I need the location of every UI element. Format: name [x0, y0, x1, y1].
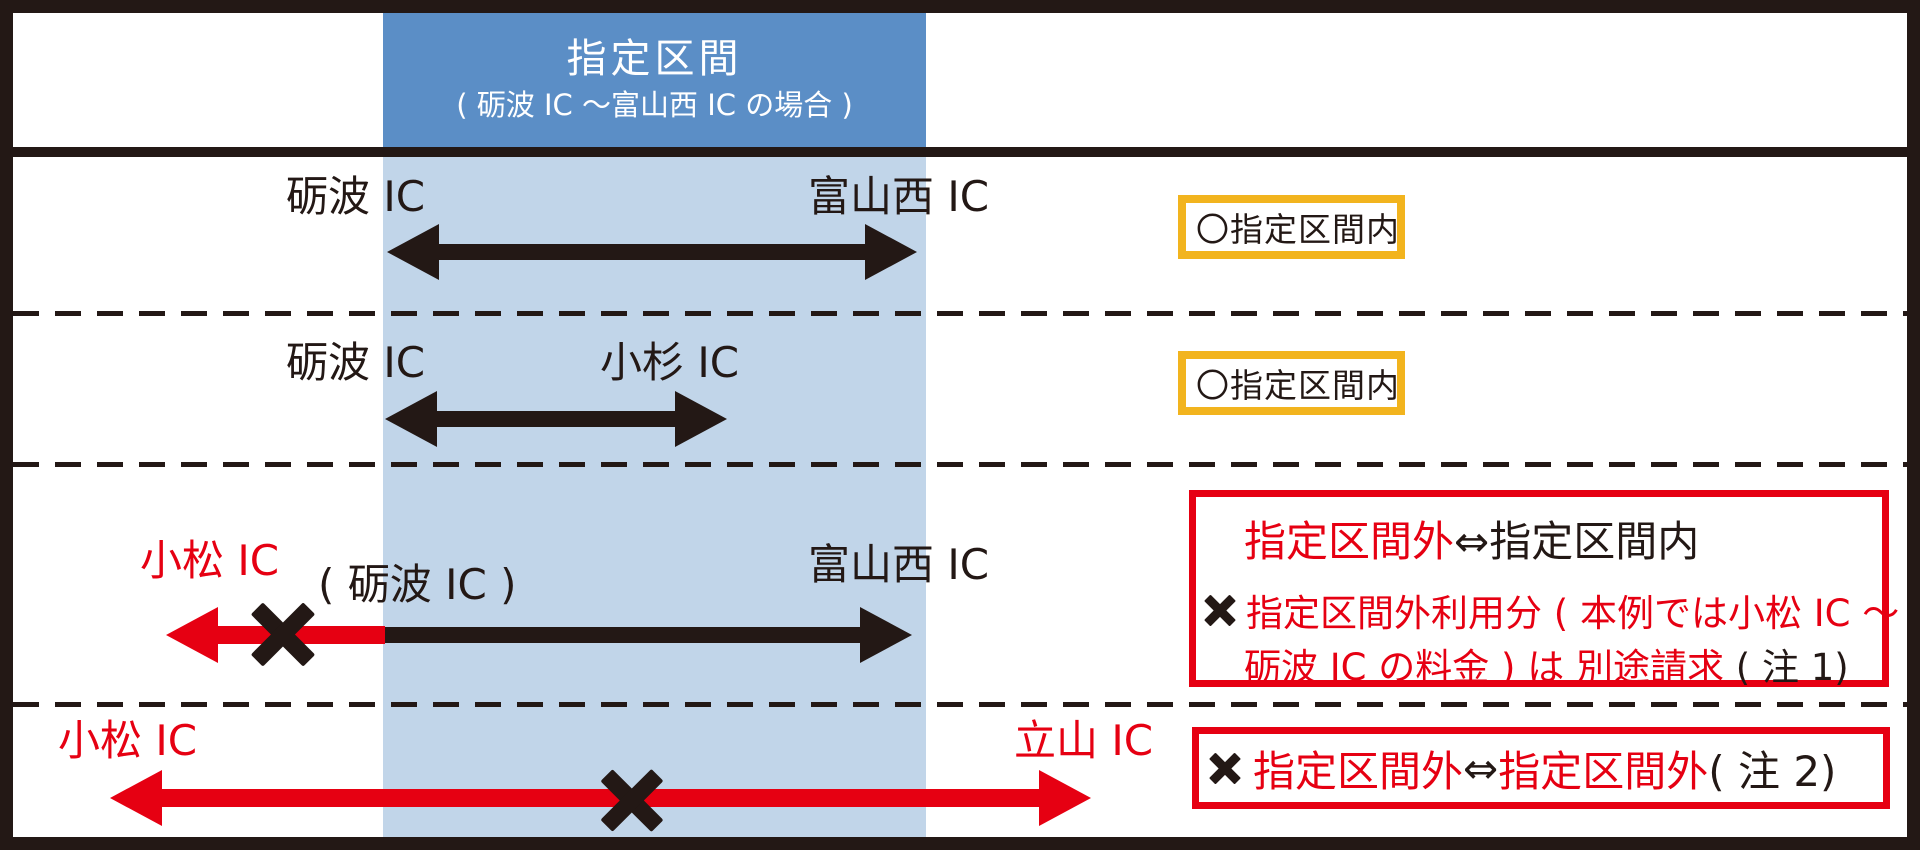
header-subtitle: ( 砺波 IC ～富山西 IC の場合 ) [456, 88, 853, 122]
x-mark-icon [1209, 752, 1241, 784]
row3-note-line3-red-text: 砺波 IC の料金 ) は 別途請求 [1244, 646, 1724, 689]
row4-note-outside1-text: 指定区間外 [1253, 746, 1464, 796]
row4-right-ic-label: 立山 IC [1014, 716, 1154, 765]
row-divider-2 [13, 462, 1907, 467]
row4-note-box: 指定区間外⇔指定区間外 ( 注 2) [1192, 727, 1890, 809]
row-divider-3 [13, 702, 1907, 707]
row3-inside-ic-label: 富山西 IC [808, 540, 990, 589]
arrow-head-right [865, 224, 917, 280]
row3-note-line2: 指定区間外利用分 ( 本例では小松 IC ～ [1196, 583, 1899, 637]
row4-prohibited-x-icon [600, 768, 664, 832]
row3-note-outside-text: 指定区間外 [1244, 517, 1455, 566]
row1-right-ic-label: 富山西 IC [808, 172, 990, 221]
row3-note-line2-text: 指定区間外利用分 ( 本例では小松 IC ～ [1246, 592, 1900, 635]
row2-right-ic-label: 小杉 IC [600, 338, 740, 387]
row2-double-arrow-icon [385, 391, 727, 447]
row1-double-arrow-icon [387, 224, 917, 280]
frame-top [0, 0, 1920, 13]
arrow-shaft [429, 411, 683, 427]
row4-left-ic-label: 小松 IC [58, 716, 198, 765]
arrow-head-left [110, 770, 162, 826]
arrow-head-left [385, 391, 437, 447]
row-divider-1 [13, 311, 1907, 316]
row3-note-line1: 指定区間外⇔指定区間内 [1196, 508, 1882, 569]
arrow-shaft-black [385, 627, 864, 643]
arrow-shaft [431, 244, 873, 260]
frame-bottom [0, 837, 1920, 850]
row3-note-inside-text: ⇔指定区間内 [1454, 517, 1700, 566]
arrow-head-right [675, 391, 727, 447]
row3-composite-arrow-icon [166, 607, 912, 663]
frame-left [0, 0, 13, 850]
designated-section-header-band [383, 13, 926, 147]
arrow-head-right-black [860, 607, 912, 663]
row4-note-outside2-text: 指定区間外 [1498, 746, 1709, 796]
x-mark-icon [1204, 594, 1236, 626]
row4-note-arrow-text: ⇔ [1463, 743, 1499, 793]
header-divider [0, 147, 1920, 157]
arrow-head-left [387, 224, 439, 280]
header-title: 指定区間 [566, 36, 743, 82]
frame-right [1907, 0, 1920, 850]
arrow-head-left-red [166, 607, 218, 663]
row1-left-ic-label: 砺波 IC [286, 172, 426, 221]
row2-inside-section-badge: 〇指定区間内 [1178, 351, 1405, 415]
row3-prohibited-x-icon [250, 600, 316, 668]
row1-inside-section-badge: 〇指定区間内 [1178, 195, 1405, 259]
arrow-head-right [1039, 770, 1091, 826]
row3-outside-ic-label: 小松 IC [140, 536, 280, 585]
row3-note-line3: 砺波 IC の料金 ) は 別途請求 ( 注 1) [1196, 637, 1882, 691]
row3-note-box: 指定区間外⇔指定区間内 指定区間外利用分 ( 本例では小松 IC ～ 砺波 IC… [1189, 490, 1899, 689]
row3-boundary-ic-label: ( 砺波 IC ) [318, 560, 517, 609]
row3-note-line3-ref: ( 注 1) [1724, 646, 1849, 689]
row4-note-ref: ( 注 2) [1708, 746, 1837, 796]
row2-left-ic-label: 砺波 IC [286, 338, 426, 387]
